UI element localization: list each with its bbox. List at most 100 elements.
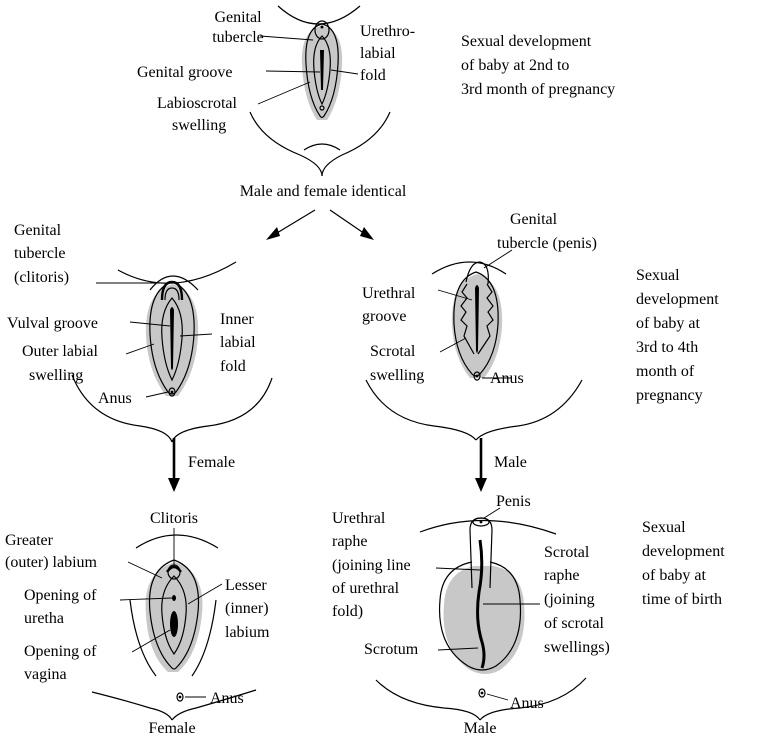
stage2m-anus [476,375,479,378]
arrow-male-label: Male [494,454,527,471]
stage3m-label-scrotal-raphe-5: swellings) [544,639,610,656]
stage3f-label-lesser-2: (inner) [225,600,269,617]
stage1-label-fold-3: fold [360,67,386,84]
stage3f-label-lesser-1: Lesser [225,577,267,594]
stage3m-left-buttock [376,680,480,720]
split-arrows [266,210,374,240]
stage3f-label-greater-1: Greater [5,532,54,549]
arrow-female-head [168,478,180,492]
stage1-right-thigh [322,112,390,176]
arrow-left-head [266,227,280,240]
stage3f-label-anus: Anus [210,690,244,707]
stage2f-label-tubercle-3: (clitoris) [14,269,69,286]
stage2f-label-swelling-1: Outer labial [22,343,99,360]
stage3f-label-greater-2: (outer) labium [5,554,98,571]
stage2-caption-5: month of [636,363,695,380]
stage3m-label-urethral-raphe-4: of urethral [332,580,400,597]
stage2-caption-4: 3rd to 4th [636,339,698,356]
stage1-subtitle: Male and female identical [240,183,407,200]
stage2f-label-tubercle-2: tubercle [14,245,66,262]
stage1-tubercle-dot [321,26,324,29]
arrow-right-head [360,227,374,240]
stage2m-right-thigh [476,380,582,440]
arrow-male-head [475,478,487,492]
stage3m-label-urethral-raphe-3: (joining line [332,557,411,574]
stage2-caption-2: development [636,291,719,308]
stage2m-label-groove-2: groove [362,308,406,325]
stage3f-label-urethra-2: uretha [24,610,64,627]
stage2m-lead-tubercle [484,250,512,268]
stage3m-meatus [480,521,483,524]
stage3-caption-2: development [642,543,725,560]
stage1-label-tubercle-1: Genital [214,9,262,26]
stage2f-label-fold-2: labial [220,334,256,351]
stage2f-left-thigh [72,375,172,442]
stage1-label-fold-2: labial [360,45,396,62]
stage2m-label-swelling-1: Scrotal [370,343,416,360]
stage3-caption-1: Sexual [642,519,686,536]
stage3f-anus [179,696,182,699]
stage1-caption-1: Sexual development [461,33,592,50]
stage2f-upper-curve [118,262,236,283]
stage3m-label-scrotal-raphe-1: Scrotal [544,544,590,561]
arrow-female-label: Female [188,454,235,471]
stage1-label-swelling-1: Labioscrotal [157,95,238,112]
stage2f-lead-anus [146,392,168,397]
stage1-label-groove: Genital groove [137,64,233,81]
stage2m-label-tubercle-1: Genital [510,211,558,228]
stage2f-label-tubercle-1: Genital [14,222,62,239]
stage2f-label-groove: Vulval groove [7,315,98,332]
stage2-caption-1: Sexual [636,267,680,284]
stage3m-label-penis: Penis [496,493,531,510]
stage2f-anus [171,391,174,394]
stage1-lead-tubercle [260,36,313,40]
stage2f-label-fold-1: Inner [220,311,254,328]
stage3f-label-clitoris: Clitoris [150,510,198,527]
stage3f-left-buttock [92,692,172,720]
stage3f-label-urethra-1: Opening of [24,587,97,604]
stage2f-right-thigh [172,378,272,442]
stage2-caption-6: pregnancy [636,387,703,404]
stage2m-left-thigh [366,380,476,440]
stage1-caption-3: 3rd month of pregnancy [461,81,615,98]
stage3m-anus [481,692,484,695]
stage3m-label-urethral-raphe-1: Urethral [332,510,386,527]
stage2m-label-tubercle-2: tubercle (penis) [497,235,597,252]
stage3m-label-scrotal-raphe-4: of scrotal [544,615,605,632]
stage3-male-figure [376,508,586,720]
stage3m-lead-anus [487,694,508,700]
stage2m-label-groove-1: Urethral [362,285,416,302]
stage3f-label-vagina-2: vagina [24,666,67,683]
stage3m-title: Male [464,720,497,737]
stage1-caption-2: of baby at 2nd to [461,57,569,74]
stage3f-label-lesser-3: labium [225,624,270,641]
stage3m-label-anus: Anus [510,695,544,712]
stage2m-label-swelling-2: swelling [370,367,424,384]
stage3-caption-4: time of birth [642,591,722,608]
stage3f-title: Female [148,720,195,737]
stage1-label-tubercle-2: tubercle [212,29,264,46]
stage1-label-fold-1: Urethro- [360,23,415,40]
stage3m-label-urethral-raphe-2: raphe [332,533,368,550]
stage3m-label-urethral-raphe-5: fold) [332,603,363,620]
stage3f-vaginal-opening [170,611,178,637]
stage2f-label-fold-3: fold [220,358,246,375]
stage1-label-swelling-2: swelling [172,117,226,134]
stage3m-label-scrotum: Scrotum [364,641,419,658]
stage3m-label-scrotal-raphe-2: raphe [544,567,580,584]
stage2-female-figure [72,262,272,442]
stage3-caption-3: of baby at [642,567,707,584]
stage3f-urethral-opening [172,595,176,601]
stage3f-label-vagina-1: Opening of [24,643,97,660]
stage2f-label-swelling-2: swelling [29,367,83,384]
stage3f-lead-greater [128,562,162,578]
stage3f-upper-curve [136,535,218,548]
stage3m-upper-curve [420,520,556,534]
stage3m-label-scrotal-raphe-3: (joining [544,591,595,608]
stage2f-label-anus: Anus [98,390,132,407]
stage1-lead-swelling [258,82,310,104]
stage1-left-thigh [250,112,322,176]
stage1-buttock-line [304,144,340,150]
stage2m-label-anus: Anus [490,370,524,387]
